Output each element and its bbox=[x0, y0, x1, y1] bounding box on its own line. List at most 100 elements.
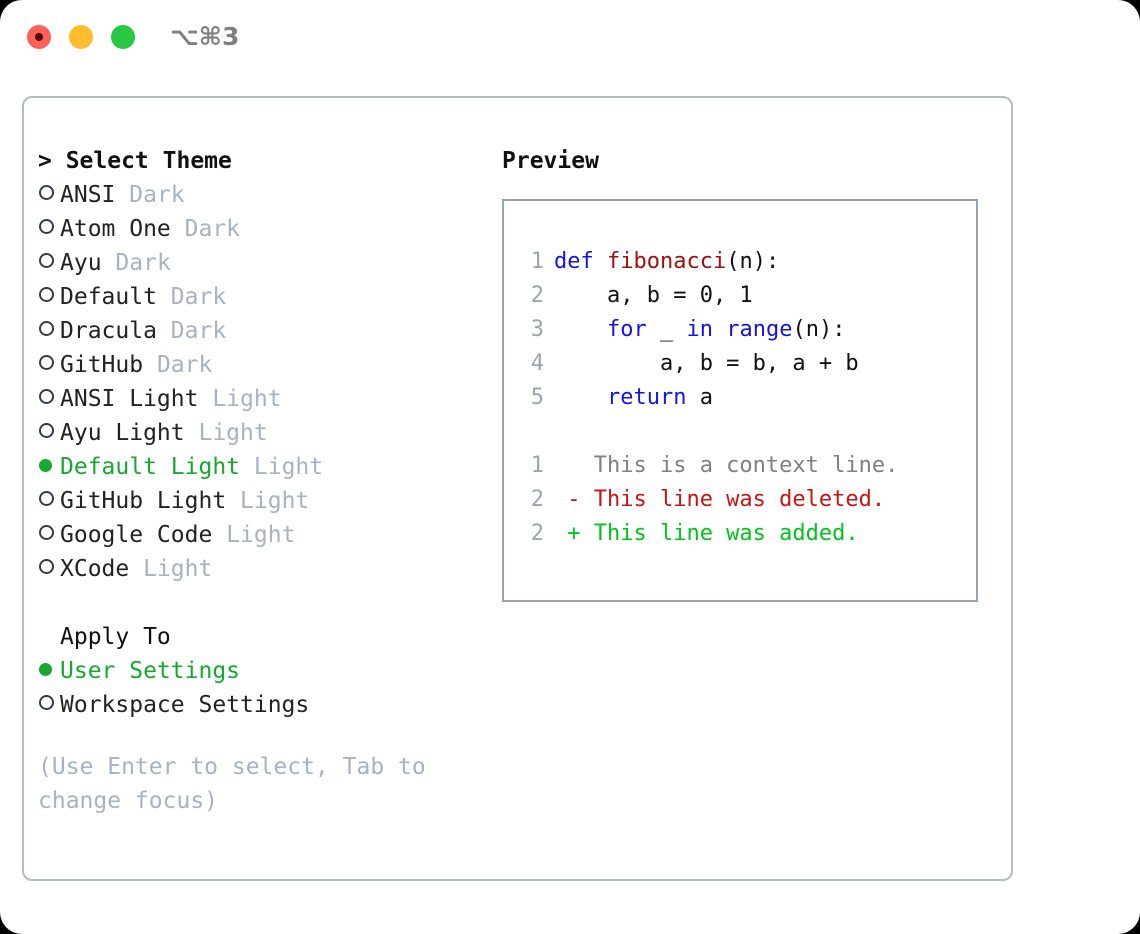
code-token bbox=[713, 317, 726, 342]
radio-unselected-icon bbox=[39, 695, 54, 710]
theme-list-item[interactable]: Google Code Light bbox=[38, 518, 478, 552]
apply-to-option-label: User Settings bbox=[60, 658, 241, 684]
theme-category: Light bbox=[253, 454, 324, 480]
theme-name: ANSI bbox=[60, 182, 116, 208]
diff-text: + This line was added. bbox=[554, 521, 859, 546]
apply-to-option[interactable]: Workspace Settings bbox=[38, 688, 478, 722]
theme-list-item[interactable]: ANSI Dark bbox=[38, 178, 478, 212]
theme-category: Dark bbox=[170, 318, 227, 344]
radio-unselected-icon bbox=[39, 423, 54, 438]
window-controls bbox=[27, 25, 135, 49]
theme-list-item[interactable]: Default Dark bbox=[38, 280, 478, 314]
line-number: 4 bbox=[530, 351, 544, 376]
theme-list-item[interactable]: GitHub Dark bbox=[38, 348, 478, 382]
radio-unselected-icon bbox=[39, 559, 54, 574]
maximize-button[interactable] bbox=[111, 25, 135, 49]
line-number: 3 bbox=[530, 317, 544, 342]
code-token: in bbox=[686, 317, 713, 342]
theme-category: Dark bbox=[184, 216, 241, 242]
code-line: 4 a, b = b, a + b bbox=[518, 347, 976, 381]
select-theme-header: > Select Theme bbox=[38, 148, 232, 174]
theme-list-item[interactable]: Default Light Light bbox=[38, 450, 478, 484]
theme-list-item[interactable]: ANSI Light Light bbox=[38, 382, 478, 416]
code-line: 2 a, b = 0, 1 bbox=[518, 279, 976, 313]
code-token: a bbox=[686, 385, 713, 410]
diff-sample: 1 This is a context line.2 - This line w… bbox=[518, 449, 976, 551]
theme-list-item[interactable]: Dracula Dark bbox=[38, 314, 478, 348]
theme-name: GitHub Light bbox=[60, 488, 227, 514]
diff-line: 2 - This line was deleted. bbox=[518, 483, 976, 517]
theme-list-item[interactable]: XCode Light bbox=[38, 552, 478, 586]
theme-name: Google Code bbox=[60, 522, 213, 548]
theme-name: Dracula bbox=[60, 318, 157, 344]
theme-category: Dark bbox=[115, 250, 171, 276]
code-token: a, b = 0, 1 bbox=[554, 283, 753, 308]
code-token: return bbox=[606, 385, 687, 410]
apply-to-option[interactable]: User Settings bbox=[38, 654, 478, 688]
theme-name: GitHub bbox=[60, 352, 144, 378]
theme-category: Dark bbox=[129, 182, 185, 208]
code-line: 5 return a bbox=[518, 381, 976, 415]
theme-name: XCode bbox=[60, 556, 130, 582]
code-token: def bbox=[554, 249, 594, 274]
code-token: a, b = b, a + b bbox=[554, 351, 859, 376]
shortcut-label: ⌥⌘3 bbox=[170, 22, 240, 51]
code-token bbox=[554, 385, 607, 410]
line-number: 2 bbox=[530, 487, 544, 512]
code-token bbox=[594, 249, 607, 274]
minimize-button[interactable] bbox=[69, 25, 93, 49]
theme-name: Default bbox=[60, 284, 157, 310]
radio-selected-icon bbox=[39, 459, 52, 472]
list-spacer bbox=[38, 586, 478, 620]
radio-selected-icon bbox=[39, 663, 52, 676]
radio-unselected-icon bbox=[39, 253, 54, 268]
code-line: 1 def fibonacci(n): bbox=[518, 245, 976, 279]
radio-unselected-icon bbox=[39, 287, 54, 302]
apply-to-option-label: Workspace Settings bbox=[60, 692, 310, 718]
code-diff-separator bbox=[518, 415, 976, 449]
radio-unselected-icon bbox=[39, 525, 54, 540]
apply-to-header: Apply To bbox=[60, 624, 171, 650]
theme-name: Default Light bbox=[60, 454, 241, 480]
theme-name: Ayu bbox=[60, 250, 102, 276]
radio-unselected-icon bbox=[39, 491, 54, 506]
diff-text: - This line was deleted. bbox=[554, 487, 886, 512]
diff-line: 2 + This line was added. bbox=[518, 517, 976, 551]
theme-list-item[interactable]: Atom One Dark bbox=[38, 212, 478, 246]
radio-unselected-icon bbox=[39, 185, 54, 200]
theme-category: Light bbox=[198, 420, 268, 446]
theme-category: Light bbox=[212, 386, 282, 412]
code-token: (n): bbox=[726, 249, 780, 274]
diff-text: This is a context line. bbox=[554, 453, 899, 478]
diff-line: 1 This is a context line. bbox=[518, 449, 976, 483]
close-button[interactable] bbox=[27, 25, 51, 49]
radio-unselected-icon bbox=[39, 389, 54, 404]
theme-list-item[interactable]: Ayu Light Light bbox=[38, 416, 478, 450]
keyboard-hint: (Use Enter to select, Tab to change focu… bbox=[38, 754, 426, 814]
code-token: for bbox=[606, 317, 647, 342]
theme-category: Dark bbox=[156, 352, 213, 378]
code-token: fibonacci bbox=[607, 249, 727, 274]
theme-category: Dark bbox=[170, 284, 227, 310]
theme-list-item[interactable]: Ayu Dark bbox=[38, 246, 478, 280]
code-token: _ bbox=[646, 317, 687, 342]
title-bar: ⌥⌘3 bbox=[0, 0, 1140, 80]
line-number: 1 bbox=[530, 453, 544, 478]
theme-name: ANSI Light bbox=[60, 386, 199, 412]
line-number: 2 bbox=[530, 521, 544, 546]
radio-unselected-icon bbox=[39, 321, 54, 336]
line-number: 1 bbox=[530, 249, 544, 274]
code-token: (n): bbox=[792, 317, 846, 342]
theme-list-item[interactable]: GitHub Light Light bbox=[38, 484, 478, 518]
theme-category: Light bbox=[240, 488, 310, 514]
line-number: 2 bbox=[530, 283, 544, 308]
line-number: 5 bbox=[530, 385, 544, 410]
